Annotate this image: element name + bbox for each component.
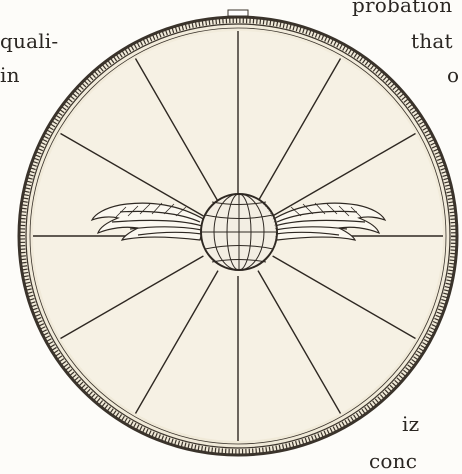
top-tab [228,10,248,16]
globe [201,194,277,270]
